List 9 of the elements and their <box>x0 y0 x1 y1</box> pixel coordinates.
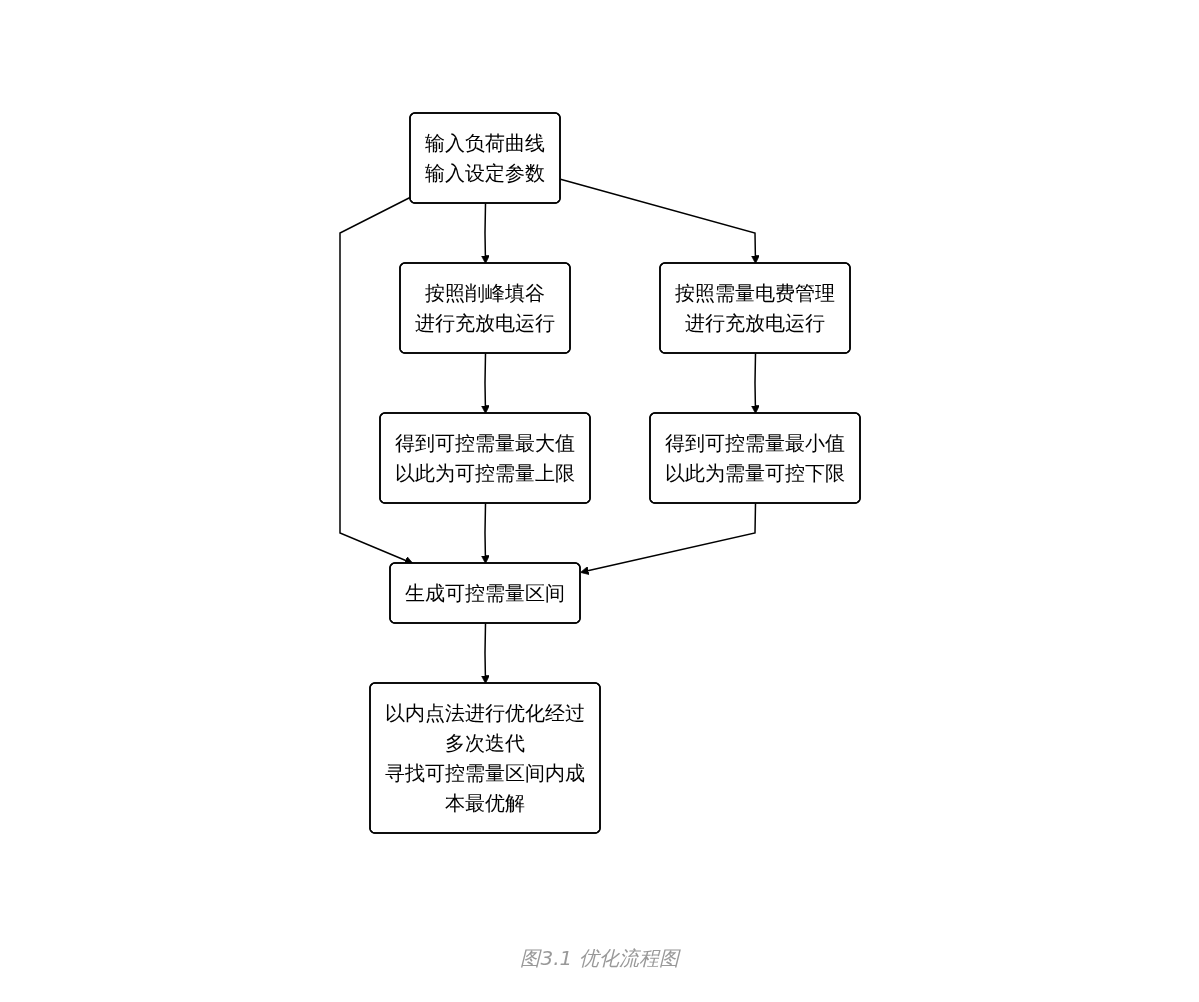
arrow <box>579 502 756 575</box>
arrow <box>480 202 490 264</box>
arrow <box>480 622 490 684</box>
arrow <box>480 352 490 414</box>
arrow <box>338 196 413 564</box>
figure-caption: 图3.1 优化流程图 <box>520 945 679 972</box>
arrow <box>750 352 760 414</box>
arrow <box>559 178 760 264</box>
arrow <box>480 502 490 564</box>
